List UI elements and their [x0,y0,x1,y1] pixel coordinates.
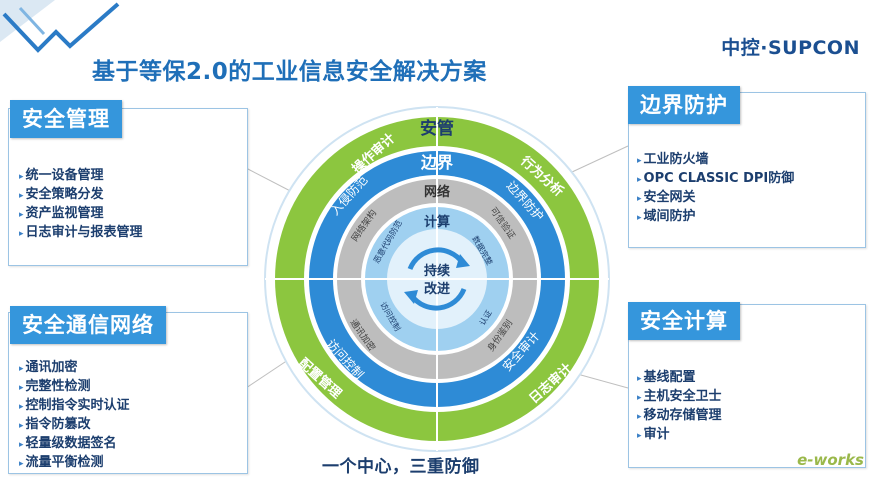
list-item: ▸OPC CLASSIC DPI防御 [637,171,795,186]
list-item: ▸统一设备管理 [19,168,104,183]
cycle-arrows-icon [407,247,467,311]
list-item: ▸完整性检测 [19,379,91,394]
supcon-logo: 中控·SUPCON [721,37,860,59]
list-item: ▸流量平衡检测 [19,455,104,470]
list-item: ▸安全策略分发 [19,187,104,202]
panel-title-network: 安全通信网络 [10,306,166,344]
list-item: ▸资产监视管理 [19,206,104,221]
core-label-line2: 改进 [424,281,450,297]
list-item: ▸控制指令实时认证 [19,398,130,413]
compute-list: ▸基线配置 ▸主机安全卫士 ▸移动存储管理 ▸审计 [637,369,722,445]
arrow-head-icon [404,290,418,304]
ring-label-computing: 计算 [424,214,450,230]
list-item: ▸轻量级数据签名 [19,436,117,451]
core-label-line1: 持续 [424,263,450,279]
network-list: ▸通讯加密 ▸完整性检测 ▸控制指令实时认证 ▸指令防篡改 ▸轻量级数据签名 ▸… [19,359,130,473]
list-item: ▸指令防篡改 [19,417,91,432]
panel-title-compute: 安全计算 [628,302,740,340]
security-rings-diagram: 安管 边界 网络 计算 操作审计 行为分析 日志审计 配置管理 入侵防范 边界防… [264,106,610,452]
panel-title-management: 安全管理 [10,100,122,138]
management-list: ▸统一设备管理 ▸安全策略分发 ▸资产监视管理 ▸日志审计与报表管理 [19,167,143,243]
list-item: ▸移动存储管理 [637,408,722,423]
e-works-watermark: e-works [797,451,864,469]
list-item: ▸域间防护 [637,209,696,224]
corner-decoration [0,0,120,53]
list-item: ▸工业防火墙 [637,152,709,167]
ring-label-network: 网络 [424,184,450,200]
list-item: ▸日志审计与报表管理 [19,225,143,240]
ring-label-management: 安管 [420,118,454,139]
list-item: ▸主机安全卫士 [637,389,722,404]
footer-slogan: 一个中心，三重防御 [322,457,480,477]
ring-label-border: 边界 [420,153,453,172]
border-list: ▸工业防火墙 ▸OPC CLASSIC DPI防御 ▸安全网关 ▸域间防护 [637,151,794,227]
panel-title-border: 边界防护 [628,86,740,124]
list-item: ▸通讯加密 [19,360,78,375]
list-item: ▸基线配置 [637,370,696,385]
list-item: ▸安全网关 [637,190,696,205]
list-item: ▸审计 [637,427,670,442]
page-title: 基于等保2.0的工业信息安全解决方案 [92,59,487,85]
arrow-head-icon [456,254,470,268]
